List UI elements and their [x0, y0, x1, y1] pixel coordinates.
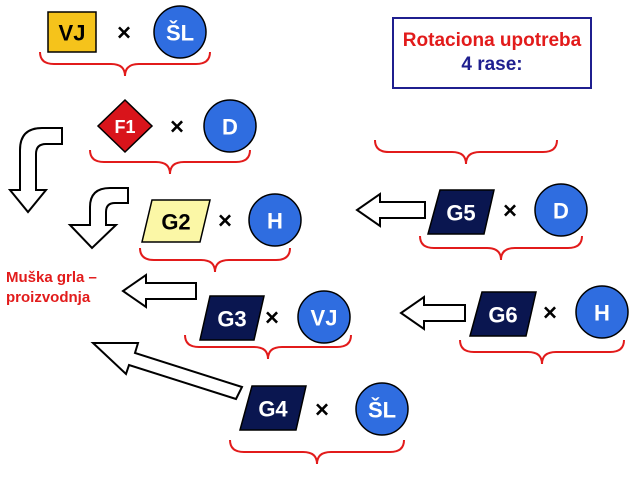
- arrow-g4-to-output: [90, 342, 244, 401]
- brace-top-right: [374, 139, 558, 165]
- label-g5-left: G5: [446, 201, 475, 226]
- shape-g3-parallelogram: [199, 295, 265, 341]
- circle-h-2: [575, 285, 629, 339]
- brace-vj-sl: [39, 51, 211, 77]
- brace-g6-h: [459, 339, 625, 365]
- label-sl-right-2: ŠL: [368, 398, 396, 423]
- label-f1-left: F1: [114, 117, 135, 137]
- cross-symbol-3: ×: [218, 208, 232, 235]
- brace-g4-sl: [229, 439, 405, 465]
- title-box: Rotaciona upotreba 4 rase:: [392, 17, 592, 89]
- shape-g2-parallelogram: [141, 199, 211, 243]
- label-d-right-2: D: [553, 199, 569, 224]
- shape-vj-square: [47, 11, 97, 53]
- output-label-line-2: proizvodnja: [6, 289, 91, 306]
- cross-symbol-6: ×: [503, 198, 517, 225]
- label-g2-left: G2: [161, 210, 190, 235]
- circle-d-1: [203, 99, 257, 153]
- circle-vj-2: [297, 290, 351, 344]
- curved-arrow-1: [7, 127, 63, 214]
- brace-g2-h: [139, 247, 291, 273]
- label-g3-left: G3: [217, 307, 246, 332]
- cross-symbol-1: ×: [117, 20, 131, 47]
- label-h-right-1: H: [267, 209, 283, 234]
- title-line-2: 4 rase:: [461, 54, 523, 75]
- label-d-right-1: D: [222, 115, 238, 140]
- label-g6-left: G6: [488, 303, 517, 328]
- label-vj-left: VJ: [59, 21, 86, 46]
- title-line-1: Rotaciona upotreba: [402, 30, 582, 51]
- shape-g5-parallelogram: [427, 189, 495, 235]
- label-g4-left: G4: [258, 397, 288, 422]
- arrow-g6-to-g3: [399, 295, 466, 331]
- circle-h-1: [248, 193, 302, 247]
- cross-symbol-7: ×: [543, 300, 557, 327]
- brace-f1-d: [89, 149, 251, 175]
- curved-arrow-2: [67, 187, 129, 250]
- shape-g6-parallelogram: [469, 291, 537, 337]
- arrow-g3-to-output: [121, 273, 197, 309]
- arrow-g5-to-g2: [355, 192, 426, 228]
- label-sl-right-1: ŠL: [166, 21, 194, 46]
- brace-g3-vj: [184, 334, 352, 360]
- label-h-right-2: H: [594, 301, 610, 326]
- label-vj-right-2: VJ: [311, 306, 338, 331]
- shape-g4-parallelogram: [239, 385, 307, 431]
- output-label: Muška grla – proizvodnja: [6, 268, 116, 308]
- circle-sl-2: [355, 382, 409, 436]
- output-label-line-1: Muška grla –: [6, 269, 97, 286]
- cross-symbol-4: ×: [265, 305, 279, 332]
- circle-sl-1: [153, 5, 207, 59]
- cross-symbol-5: ×: [315, 397, 329, 424]
- brace-g5-d: [419, 235, 583, 261]
- cross-symbol-2: ×: [170, 114, 184, 141]
- shape-f1-diamond: [96, 98, 154, 154]
- circle-d-2: [534, 183, 588, 237]
